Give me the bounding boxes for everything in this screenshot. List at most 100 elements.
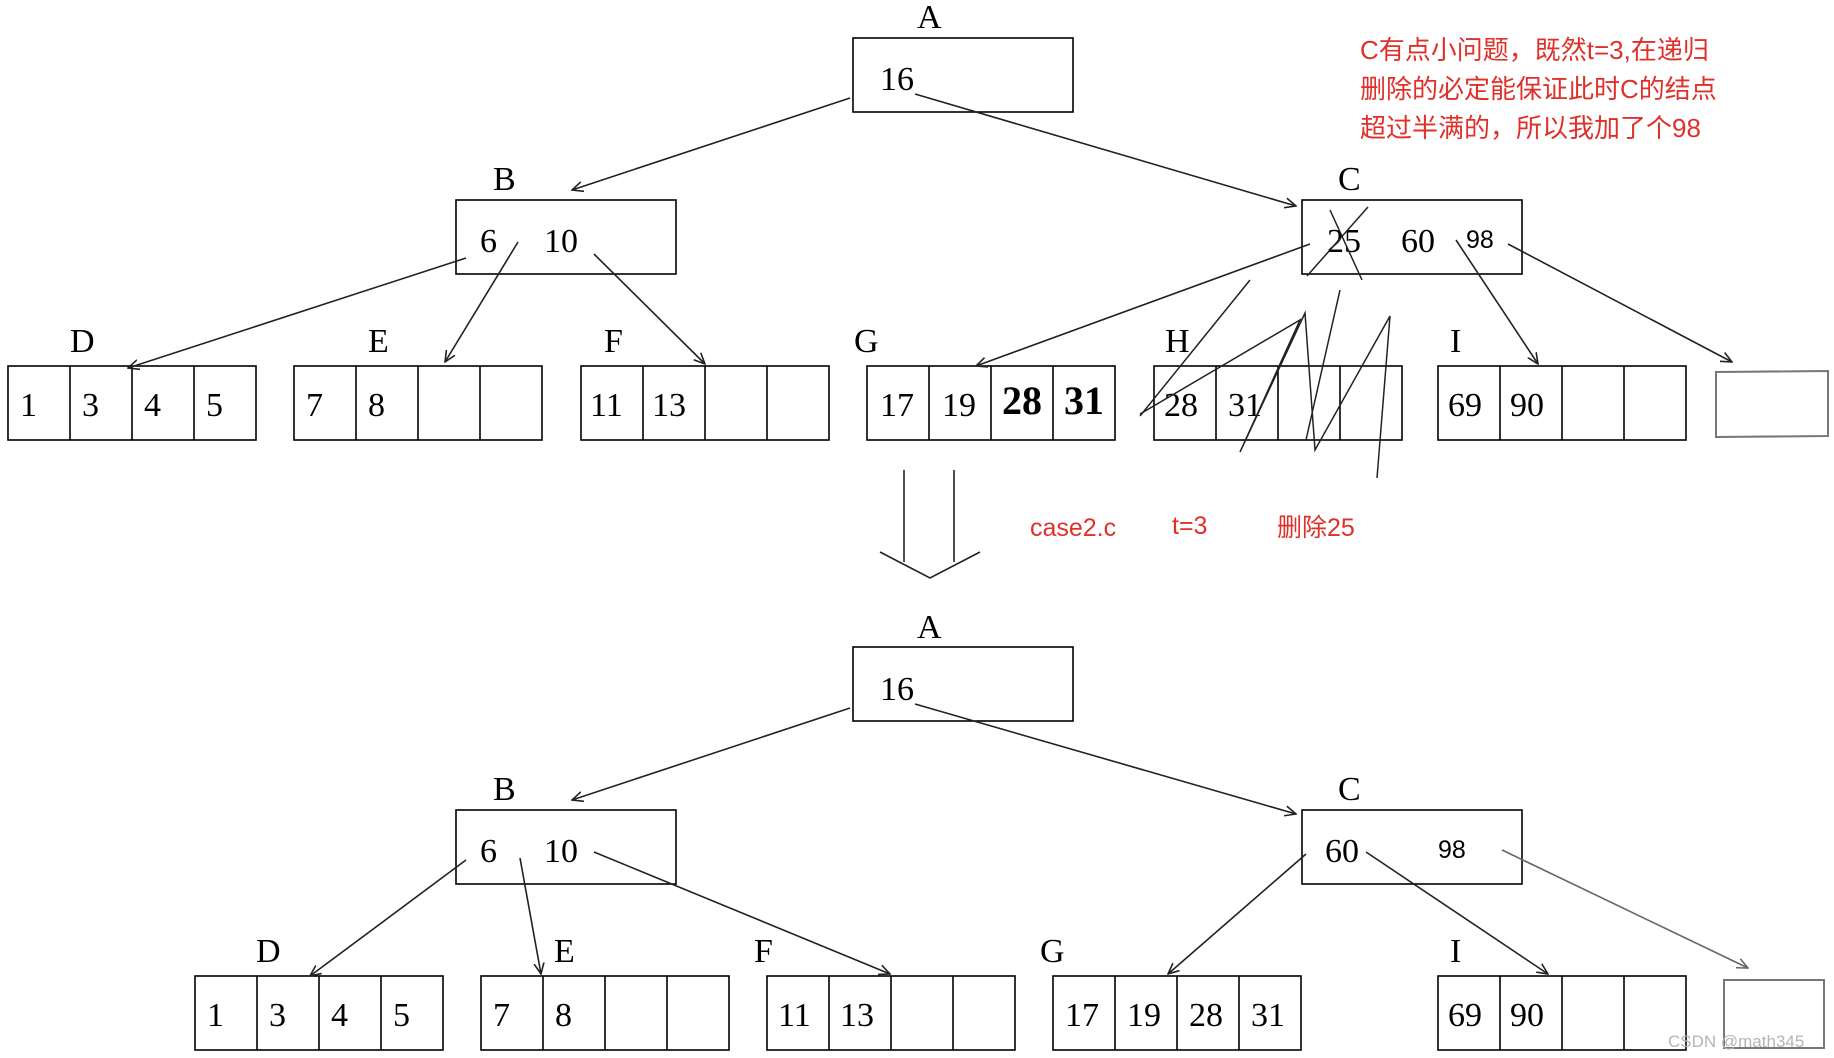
- note-line-1: C有点小问题，既然t=3,在递归: [1360, 35, 1709, 65]
- node-b-box: [455, 809, 677, 885]
- leaf-f-cell-1: 11: [778, 997, 811, 1034]
- node-a-box: [852, 37, 1074, 113]
- leaf-d: 1 3 4 5: [7, 365, 257, 441]
- leaf-i: 69 90: [1437, 975, 1687, 1051]
- cross-out-scribble: [1139, 310, 1391, 479]
- node-b-box: [455, 199, 677, 275]
- leaf-f-cell-1: 11: [590, 387, 623, 424]
- leaf-d-cell-1: 1: [20, 387, 37, 424]
- node-b-key-2: 10: [544, 223, 578, 260]
- node-label-f: F: [754, 933, 773, 970]
- leaf-g-cell-2: 19: [1127, 997, 1161, 1034]
- leaf-g-cell-1: 17: [1065, 997, 1099, 1034]
- node-b-key-1: 6: [480, 833, 497, 870]
- edge-c-i: [1455, 239, 1538, 364]
- leaf-g: 17 19 28 31: [1052, 975, 1302, 1051]
- leaf-f-cell-2: 13: [652, 387, 686, 424]
- leaf-d-cell-2: 3: [82, 387, 99, 424]
- node-label-d: D: [70, 323, 95, 360]
- leaf-h-cell-2: 31: [1228, 387, 1262, 424]
- node-c-added-key: 98: [1466, 226, 1494, 254]
- node-a-key-1: 16: [880, 671, 914, 708]
- leaf-i-cell-2: 90: [1510, 387, 1544, 424]
- leaf-e-cell-1: 7: [493, 997, 510, 1034]
- node-label-c: C: [1338, 771, 1361, 808]
- edge-b-e: [445, 241, 519, 362]
- node-b-key-1: 6: [480, 223, 497, 260]
- leaf-i-cell-2: 90: [1510, 997, 1544, 1034]
- edge-a-b: [572, 97, 851, 190]
- edge-c-g: [1168, 853, 1307, 974]
- caption-action: 删除25: [1277, 514, 1355, 542]
- node-a-box: [852, 646, 1074, 722]
- edge-a-c: [914, 703, 1296, 814]
- leaf-d-cell-4: 5: [206, 387, 223, 424]
- leaf-e-cell-2: 8: [368, 387, 385, 424]
- edge-b-e: [519, 857, 541, 974]
- leaf-g-cell-1: 17: [880, 387, 914, 424]
- node-label-e: E: [368, 323, 389, 360]
- leaf-e: 7 8: [293, 365, 543, 441]
- note-line-3: 超过半满的，所以我加了个98: [1360, 113, 1701, 143]
- strike-mark: [1306, 206, 1369, 277]
- edge-a-b: [572, 707, 851, 800]
- node-label-e: E: [554, 933, 575, 970]
- leaf-d-cell-1: 1: [207, 997, 224, 1034]
- leaf-d: 1 3 4 5: [194, 975, 444, 1051]
- leaf-h-cell-1: 28: [1164, 387, 1198, 424]
- leaf-f: 11 13: [580, 365, 830, 441]
- tree-before: A 16 B 6 10 C 25 60 98 D 1 3 4 5 E 7: [7, 0, 1829, 579]
- node-label-h: H: [1165, 323, 1190, 360]
- node-a-key-1: 16: [880, 61, 914, 98]
- node-label-b: B: [493, 161, 516, 198]
- node-label-b: B: [493, 771, 516, 808]
- leaf-e: 7 8: [480, 975, 730, 1051]
- node-c-box: [1301, 199, 1523, 275]
- edge-a-c: [914, 93, 1296, 206]
- leaf-i-cell-1: 69: [1448, 387, 1482, 424]
- leaf-g-cell-3-merged: 28: [1002, 378, 1042, 423]
- node-label-f: F: [604, 323, 623, 360]
- transition-arrow: [879, 470, 981, 579]
- watermark: CSDN @math345: [1668, 1032, 1804, 1051]
- node-c-box: [1301, 809, 1523, 885]
- leaf-h-deleted: 28 31: [1139, 279, 1403, 479]
- node-label-i: I: [1450, 933, 1461, 970]
- leaf-g-cell-4: 31: [1251, 997, 1285, 1034]
- node-label-d: D: [256, 933, 281, 970]
- leaf-i-cell-1: 69: [1448, 997, 1482, 1034]
- tree-after: A 16 B 6 10 C 60 98 D 1 3 4 5 E 7 8 F: [194, 609, 1825, 1051]
- leaf-f: 11 13: [766, 975, 1016, 1051]
- caption-t: t=3: [1172, 512, 1207, 540]
- edge-b-d: [310, 859, 467, 976]
- edge-b-f: [593, 851, 890, 974]
- node-c-key-1: 60: [1325, 833, 1359, 870]
- node-c-added-key: 98: [1438, 836, 1466, 864]
- leaf-g: 17 19 28 31: [866, 365, 1116, 441]
- node-label-c: C: [1338, 161, 1361, 198]
- annotation-note: C有点小问题，既然t=3,在递归 删除的必定能保证此时C的结点 超过半满的，所以…: [1360, 35, 1717, 143]
- cross-out-scribble: [1139, 279, 1251, 417]
- edge-c-g: [976, 243, 1311, 366]
- added-child-box: [1723, 979, 1825, 1049]
- node-c-key-2: 60: [1401, 223, 1435, 260]
- edge-b-f: [593, 253, 705, 364]
- leaf-g-cell-2: 19: [942, 387, 976, 424]
- strike-mark: [1329, 209, 1363, 281]
- edge-c-extra: [1501, 849, 1748, 968]
- edge-c-i: [1365, 851, 1548, 974]
- node-label-g: G: [854, 323, 879, 360]
- leaf-d-cell-3: 4: [144, 387, 161, 424]
- node-label-g: G: [1040, 933, 1065, 970]
- edge-c-extra: [1507, 243, 1732, 362]
- node-b-key-2: 10: [544, 833, 578, 870]
- edge-b-d: [128, 257, 467, 368]
- leaf-f-cell-2: 13: [840, 997, 874, 1034]
- leaf-d-cell-2: 3: [269, 997, 286, 1034]
- leaf-d-cell-3: 4: [331, 997, 348, 1034]
- leaf-i: 69 90: [1437, 365, 1687, 441]
- added-child-box: [1715, 369, 1829, 439]
- leaf-g-cell-4-merged: 31: [1064, 378, 1104, 423]
- node-label-a: A: [917, 0, 942, 36]
